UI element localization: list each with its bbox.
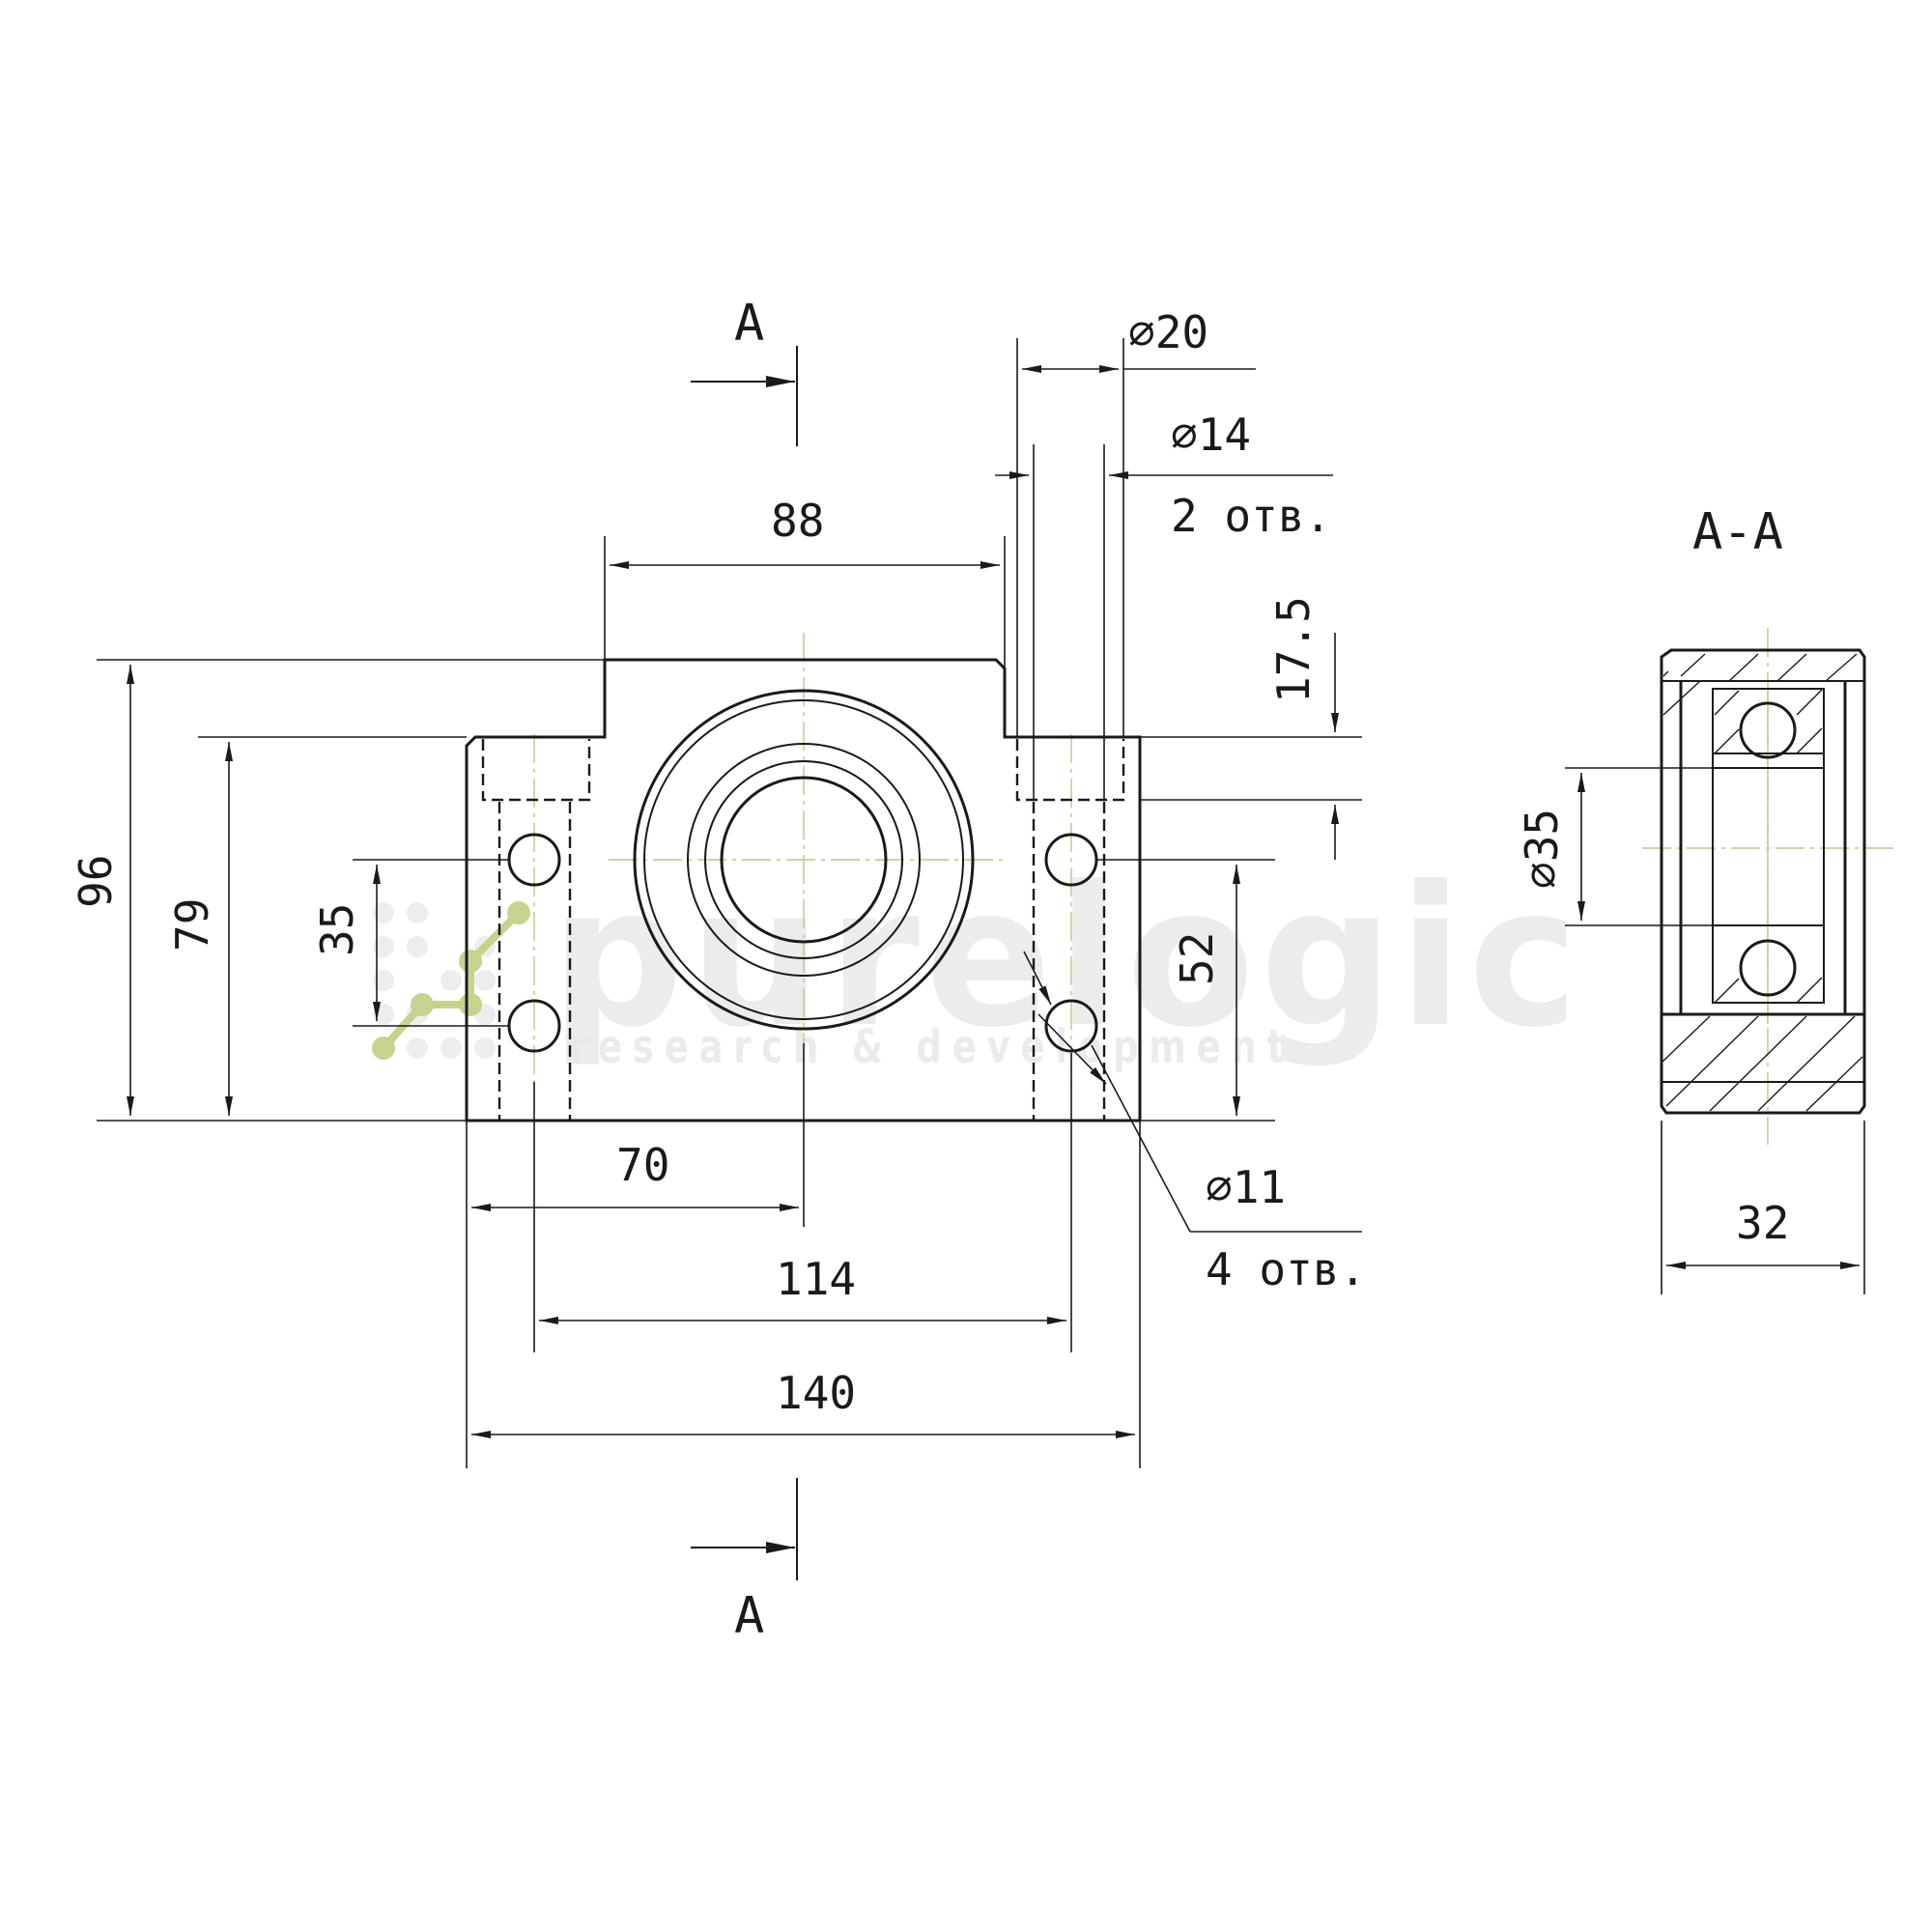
labels: A A A-A ⌀20 ⌀14 2 отв. 88 17.5 96 79 35 … [70, 295, 1789, 1645]
watermark-tagline: research & development [570, 1020, 1294, 1074]
ball [1739, 939, 1797, 997]
dimension-lines [127, 365, 1860, 1438]
dim-d11: ⌀11 [1206, 1161, 1286, 1213]
section-outline [1660, 648, 1866, 1115]
bore [720, 776, 888, 944]
ball [1739, 701, 1797, 759]
bearing-outer-ring [633, 689, 975, 1031]
section-cut-markers [691, 346, 798, 1580]
dim-17-5: 17.5 [1267, 596, 1320, 703]
dim-70: 70 [616, 1139, 669, 1191]
dim-96: 96 [70, 855, 122, 908]
dim-d35: ⌀35 [1516, 809, 1568, 889]
section-letter-top: A [734, 295, 764, 353]
dim-88: 88 [771, 495, 824, 547]
section-letter-bottom: A [734, 1587, 764, 1645]
dim-114: 114 [776, 1253, 856, 1305]
front-view [465, 658, 1142, 1122]
extension-lines [97, 338, 1865, 1468]
centerlines [533, 628, 1893, 1145]
housing-outline [465, 658, 1142, 1122]
dim-52: 52 [1171, 932, 1223, 985]
dim-d11-qty: 4 отв. [1206, 1243, 1366, 1295]
logo-icon [372, 901, 530, 1060]
dim-d14-qty: 2 отв. [1171, 490, 1331, 542]
section-view-title: A-A [1692, 503, 1783, 561]
dim-d14: ⌀14 [1171, 409, 1251, 461]
dim-79: 79 [166, 898, 218, 952]
dim-140: 140 [776, 1367, 856, 1419]
dim-32: 32 [1736, 1197, 1789, 1249]
mount-hole [1044, 999, 1098, 1053]
dim-d20: ⌀20 [1128, 306, 1208, 358]
section-view [1660, 648, 1866, 1115]
dim-35: 35 [311, 903, 363, 956]
